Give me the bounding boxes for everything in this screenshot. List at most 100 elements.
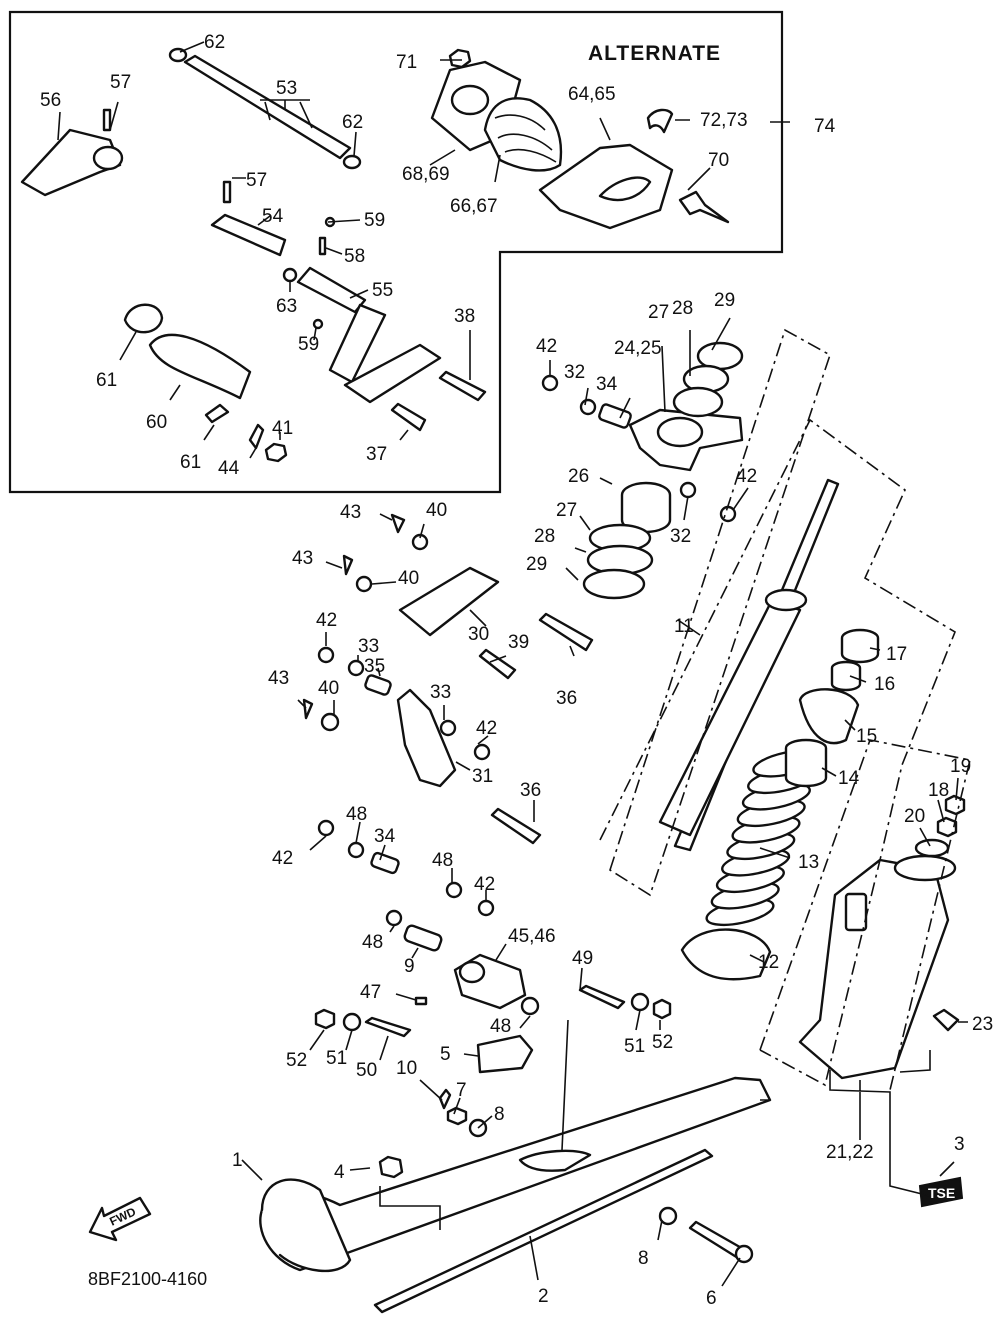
spacer-35 [364, 674, 392, 696]
leader-lines [57, 41, 968, 1287]
ski-group [259, 1076, 772, 1314]
callout-56: 56 [40, 90, 61, 111]
callout-43: 43 [292, 548, 313, 569]
callout-48: 48 [490, 1016, 511, 1037]
callout-52: 52 [652, 1032, 673, 1053]
mount-4 [378, 1155, 404, 1179]
cap-40-b [355, 575, 373, 593]
callout-17: 17 [886, 644, 907, 665]
callout-45-46: 45,46 [508, 926, 556, 947]
callout-36: 36 [520, 780, 541, 801]
cover-64-65 [538, 143, 674, 230]
callout-28: 28 [534, 526, 555, 547]
callout-48: 48 [346, 804, 367, 825]
callout-1: 1 [232, 1150, 243, 1171]
spacer-9 [403, 924, 443, 952]
reservoir-bracket [844, 892, 868, 932]
callout-10: 10 [396, 1058, 417, 1079]
washer-27-top [672, 386, 724, 418]
callout-42: 42 [476, 718, 497, 739]
callout-49: 49 [572, 948, 593, 969]
bushing-33-a [347, 659, 365, 677]
stud-49 [578, 984, 626, 1010]
callout-33: 33 [358, 636, 379, 657]
outline-shock-group [609, 328, 831, 897]
callout-23: 23 [972, 1014, 993, 1035]
bolt-23 [932, 1008, 960, 1032]
callout-29: 29 [714, 290, 735, 311]
callout-39: 39 [508, 632, 529, 653]
cap-42-mid-right [473, 743, 491, 761]
callout-5: 5 [440, 1044, 451, 1065]
nut-52-left [314, 1008, 336, 1030]
drawing-code: 8BF2100-4160 [88, 1269, 207, 1289]
bolt-38 [438, 370, 487, 402]
callout-19: 19 [950, 756, 971, 777]
callout-16: 16 [874, 674, 895, 695]
callout-72-73: 72,73 [700, 110, 748, 131]
pin-57-top [102, 108, 112, 132]
spring-stack-group [680, 628, 880, 981]
callout-34: 34 [374, 826, 396, 847]
cap-42-lower-left [317, 819, 335, 837]
callout-57: 57 [110, 72, 131, 93]
pin-58 [318, 236, 327, 256]
callout-6: 6 [706, 1288, 717, 1309]
callout-15: 15 [856, 726, 877, 747]
shaft-assembly-group [20, 47, 487, 463]
callout-11: 11 [674, 616, 694, 637]
callout-47: 47 [360, 982, 381, 1003]
wear-bar-2 [373, 1148, 714, 1314]
ski-slot [518, 1149, 592, 1172]
inset-frame [8, 10, 784, 494]
cap-40-a [411, 533, 429, 551]
spacer-34-lower [370, 851, 400, 875]
callout-54: 54 [262, 206, 284, 227]
seal-29-mid [582, 568, 646, 600]
collar-14 [784, 738, 828, 788]
callout-14: 14 [838, 768, 860, 789]
callout-63: 63 [276, 296, 297, 317]
outline-spring-group [599, 418, 956, 1087]
clamp-61-top [123, 303, 164, 334]
clip-72-73 [646, 108, 674, 134]
callout-55: 55 [372, 280, 393, 301]
callout-33: 33 [430, 682, 451, 703]
callout-51: 51 [326, 1048, 347, 1069]
reservoir-group [798, 794, 966, 1080]
callout-40: 40 [426, 500, 447, 521]
callout-21-22: 21,22 [826, 1142, 874, 1163]
callout-61: 61 [96, 370, 117, 391]
bracket-bore [656, 416, 704, 448]
callout-42: 42 [736, 466, 757, 487]
shaft-55 [296, 266, 367, 314]
callout-42: 42 [272, 848, 293, 869]
tse-badge-3: TSE [918, 1176, 964, 1208]
pin-43-b [342, 554, 354, 576]
upper-linkage-group [342, 341, 744, 680]
bushing-33-b [439, 719, 457, 737]
callout-44: 44 [218, 458, 240, 479]
callout-43: 43 [268, 668, 289, 689]
boot-ridges [494, 114, 557, 163]
nut-41 [264, 442, 288, 463]
bushing-48-c [385, 909, 403, 927]
callout-13: 13 [798, 852, 819, 873]
callout-42: 42 [474, 874, 495, 895]
callout-57: 57 [246, 170, 267, 191]
bushing-48-b [445, 881, 463, 899]
cap-42-lower-right [477, 899, 495, 917]
callout-68-69: 68,69 [402, 164, 450, 185]
callout-24-25: 24,25 [614, 338, 662, 359]
bracket-hole [450, 84, 490, 116]
callout-40: 40 [318, 678, 339, 699]
nut-18 [936, 816, 958, 838]
callout-34: 34 [596, 374, 618, 395]
callout-60: 60 [146, 412, 167, 433]
callout-74: 74 [814, 116, 836, 137]
ring-62-right [342, 154, 362, 170]
shock-top-collar [764, 588, 808, 612]
washer-8-lower [658, 1206, 678, 1226]
callout-53: 53 [276, 78, 297, 99]
